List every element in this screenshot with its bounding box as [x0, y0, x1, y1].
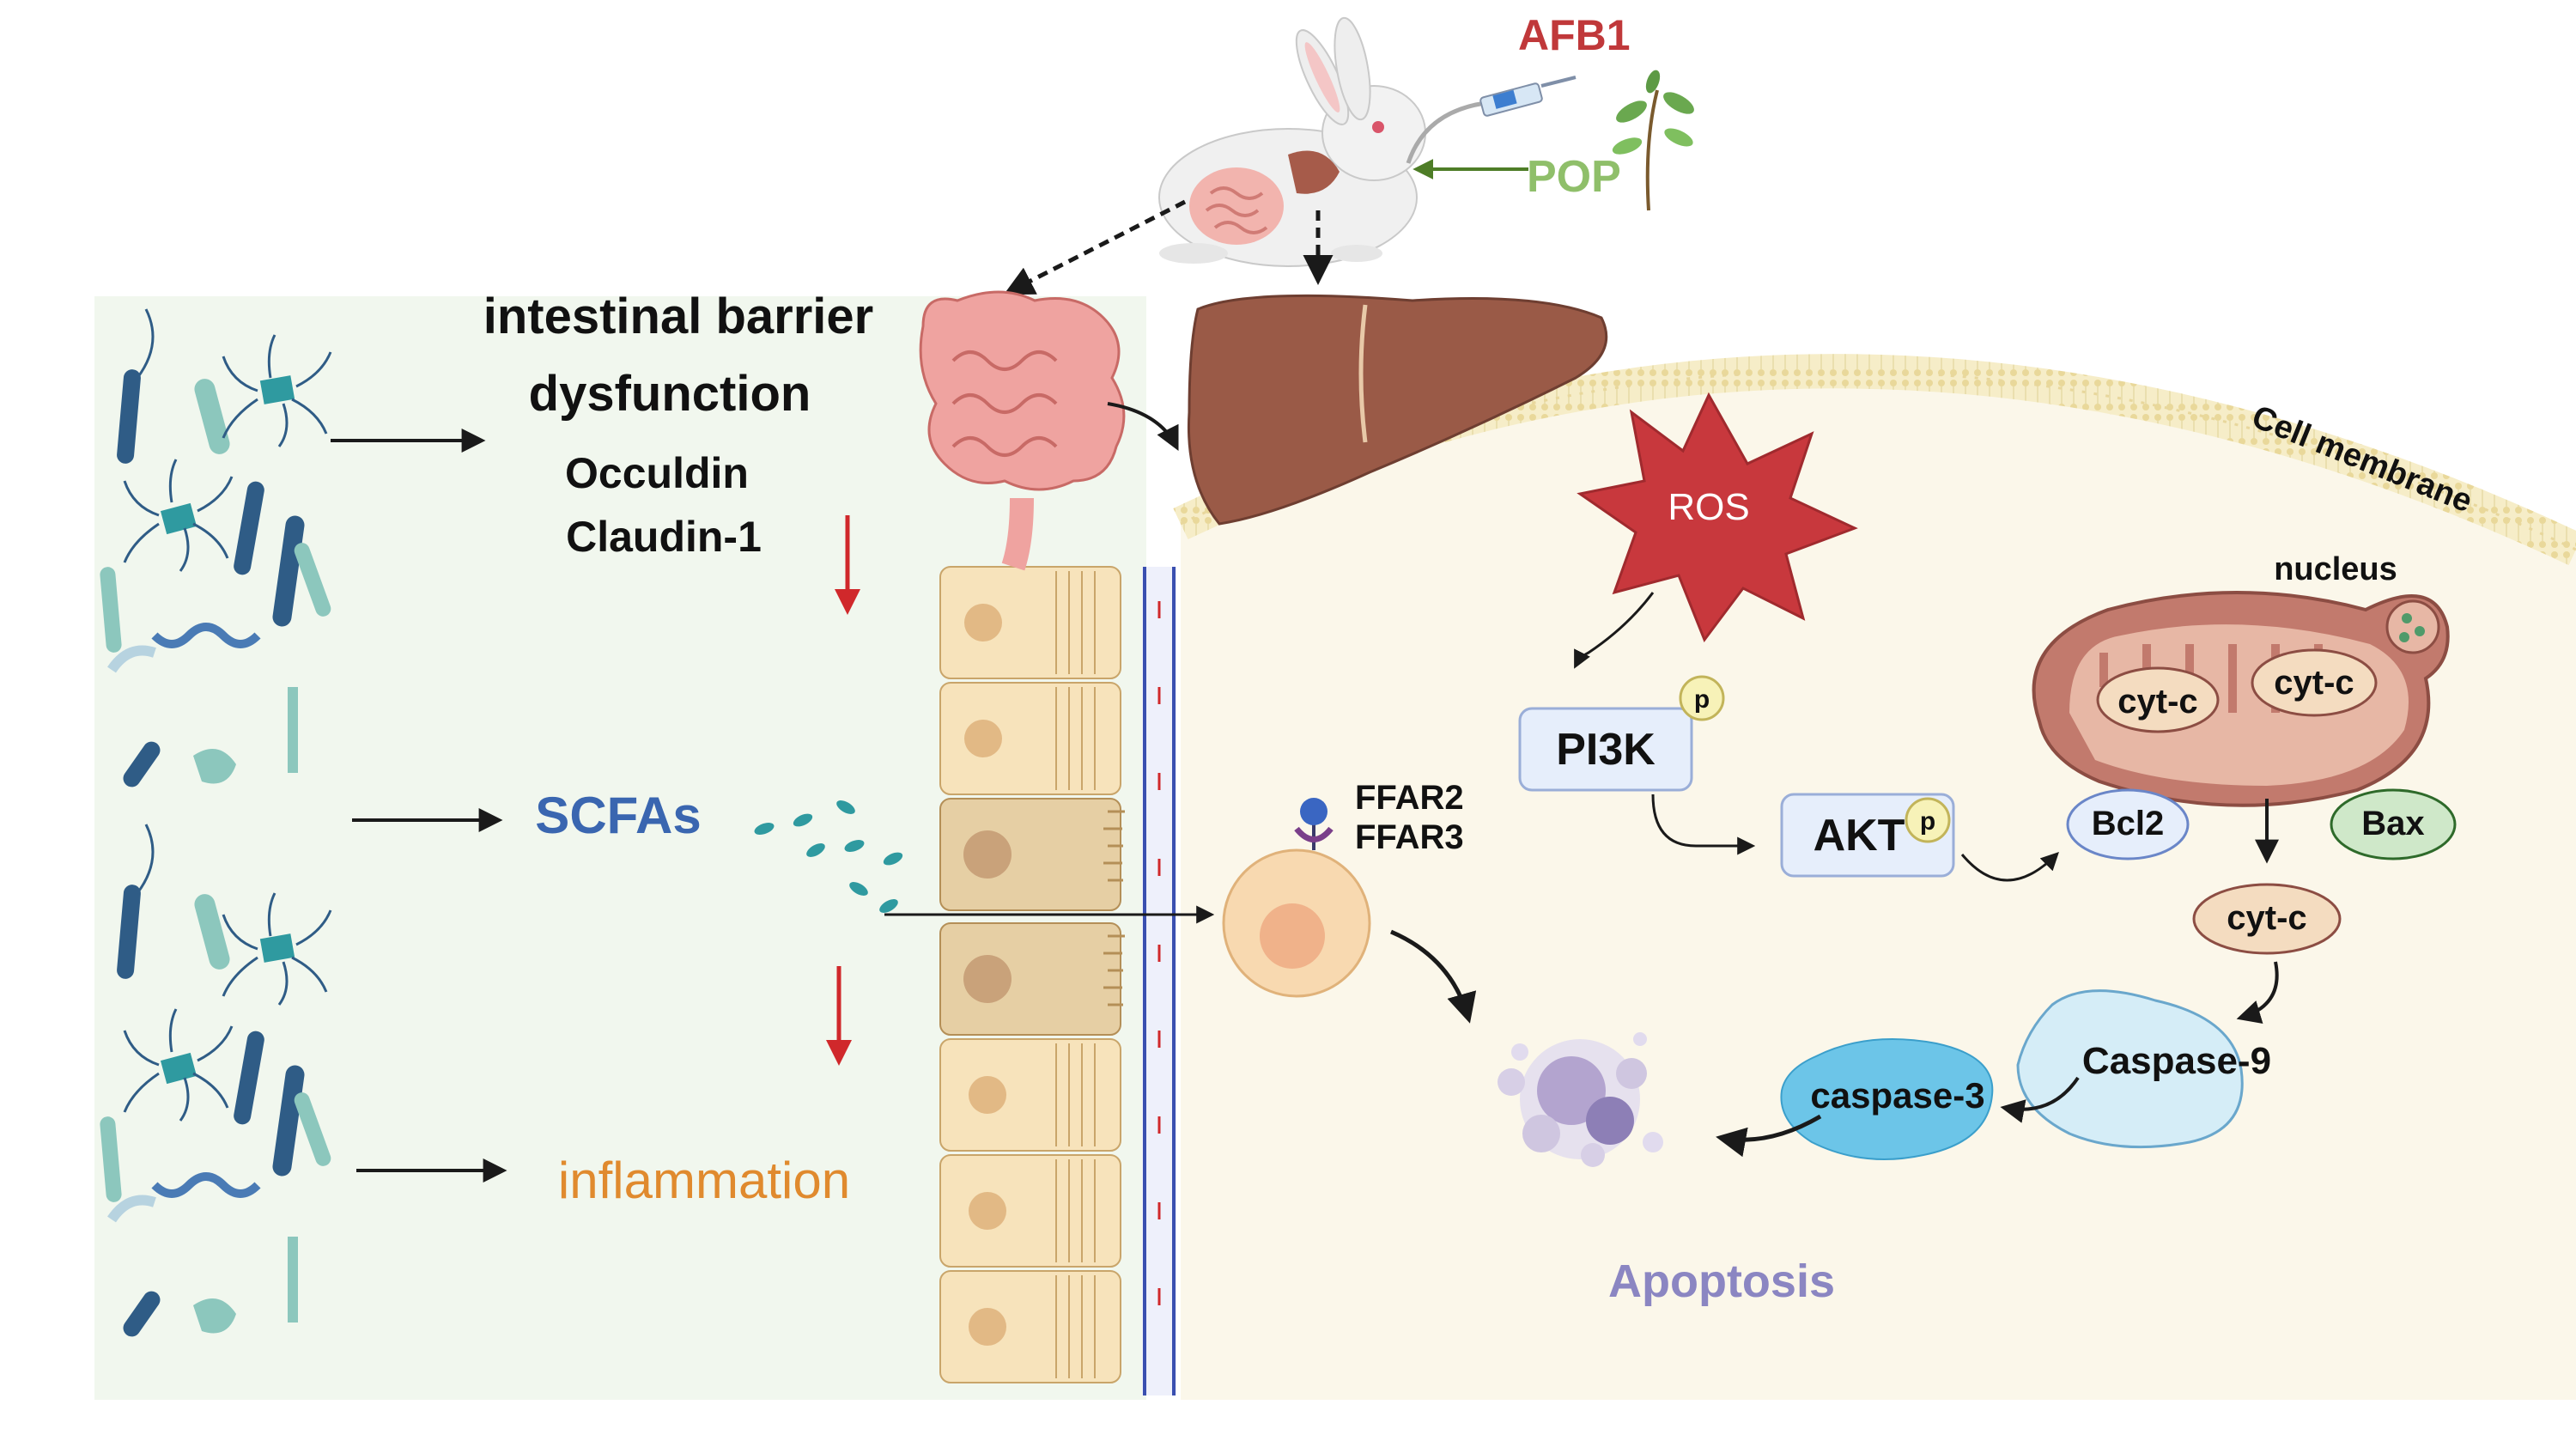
bcl2-node — [2066, 788, 2190, 860]
inflammation-label: inflammation — [558, 1152, 850, 1209]
epithelial-cell — [939, 1270, 1121, 1383]
bax-node — [2330, 788, 2457, 860]
plant-icon — [1612, 70, 1694, 211]
cytc-2-label: cyt-c — [2274, 664, 2354, 702]
caspase3-label: caspase-3 — [1810, 1075, 1984, 1116]
akt-to-bcl2-arrow — [1960, 852, 2059, 882]
occuldin-label: Occuldin — [565, 449, 749, 497]
liver-icon — [1187, 294, 1608, 526]
barrier-label-line2: dysfunction — [529, 366, 811, 422]
barrier-label-line1: intestinal barrier — [483, 289, 873, 344]
afb1-label: AFB1 — [1518, 11, 1631, 59]
pi3k-p-label: p — [1694, 685, 1710, 714]
apoptosis-label: Apoptosis — [1608, 1256, 1835, 1307]
bax-label: Bax — [2361, 805, 2424, 842]
epithelial-cell-damaged — [939, 922, 1125, 1036]
blood-vessel — [1142, 567, 1176, 1395]
syringe-icon — [1406, 76, 1577, 164]
epithelium — [939, 566, 1125, 1383]
nucleus-label: nucleus — [2274, 551, 2397, 587]
caspase3-shape — [1780, 1038, 1994, 1160]
bcl2-label: Bcl2 — [2092, 805, 2165, 842]
rabbit-icon — [1158, 16, 1426, 267]
pi3k-box — [1518, 707, 1693, 792]
mitochondrion — [2032, 591, 2450, 807]
ros-to-pi3k-arrow — [1574, 592, 1655, 669]
epithelial-cell — [939, 682, 1121, 795]
ros-burst — [1577, 392, 1858, 643]
akt-p-label: p — [1920, 807, 1935, 836]
bacteria-group-top — [100, 308, 332, 787]
pi3k-label: PI3K — [1556, 725, 1656, 775]
cytc-3-ellipse — [2192, 883, 2342, 955]
epithelial-cell — [939, 1038, 1121, 1152]
apoptotic-cell-icon — [1498, 1032, 1663, 1167]
rabbit-to-gut-arrow — [1003, 199, 1187, 295]
caspase9-shape — [2016, 989, 2244, 1149]
bacteria-group-bottom — [100, 824, 332, 1337]
gut-to-liver-arrow — [1107, 402, 1179, 452]
intestine-icon — [919, 290, 1126, 571]
pi3k-to-akt-arrow — [1651, 794, 1756, 855]
cell-panel — [1181, 371, 2576, 1401]
scfa-particles — [754, 800, 903, 913]
pop-label: POP — [1527, 152, 1621, 202]
cell-to-apoptosis-arrow — [1390, 929, 1477, 1024]
ffar3-label: FFAR3 — [1355, 818, 1464, 856]
scfas-label: SCFAs — [535, 787, 701, 844]
epithelial-cell-damaged — [939, 798, 1125, 911]
cytc-3-label: cyt-c — [2227, 899, 2306, 937]
claudin-label: Claudin-1 — [566, 513, 762, 561]
akt-phospho-badge — [1905, 797, 1951, 843]
cytc-1-ellipse — [2096, 666, 2220, 733]
cytc-to-caspase9-arrow — [2236, 961, 2279, 1024]
cytc-1-label: cyt-c — [2117, 683, 2197, 721]
cytc-2-ellipse — [2251, 648, 2378, 717]
epithelial-cell — [939, 1154, 1121, 1268]
gut-bacteria — [100, 308, 332, 1337]
receptor-cell — [1222, 798, 1371, 998]
akt-label: AKT — [1814, 811, 1905, 860]
caspase9-to-caspase3-arrow — [2000, 1076, 2080, 1123]
ffar2-label: FFAR2 — [1355, 779, 1464, 817]
ros-label: ROS — [1668, 486, 1749, 528]
epithelial-cell — [939, 566, 1121, 679]
caspase9-label: Caspase-9 — [2082, 1040, 2271, 1082]
pi3k-phospho-badge — [1679, 675, 1725, 721]
caspase3-to-apoptosis-arrow — [1716, 1114, 1822, 1158]
